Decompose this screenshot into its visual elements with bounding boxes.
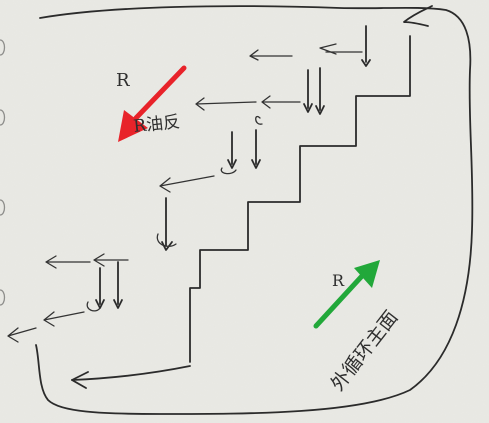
- bottom-return-arrowhead: [71, 371, 89, 389]
- staircase-line: [189, 35, 411, 363]
- flow-arrow-5b: [7, 327, 37, 343]
- left-text-label: R油反: [132, 112, 181, 137]
- scribble-4: [156, 233, 177, 248]
- green-arrow-shaft: [313, 273, 365, 329]
- bottom-return-line: [71, 365, 191, 381]
- flow-arrow-2: [261, 95, 301, 109]
- red-arrow-shaft: [133, 65, 187, 121]
- binder-holes: [0, 39, 6, 306]
- flow-arrow-2b: [195, 97, 257, 111]
- down-arrow-4: [161, 197, 173, 251]
- left-r-label: R: [116, 70, 130, 91]
- red-arrow-head: [118, 110, 148, 142]
- flow-arrow-1: [249, 49, 293, 61]
- green-arrow-head: [354, 260, 380, 288]
- flow-arrow-5: [43, 311, 85, 327]
- right-r-label: R: [332, 271, 345, 290]
- loop-top-arrowhead: [403, 5, 433, 27]
- down-arrow-5b: [113, 261, 123, 309]
- scribble-5: [86, 301, 101, 312]
- scribble-2: [255, 115, 263, 125]
- outer-loop-line: [35, 5, 474, 415]
- down-arrow-2a: [303, 69, 313, 113]
- down-arrow-3b: [251, 129, 261, 169]
- down-arrow-3a: [227, 131, 237, 169]
- flow-arrow-4: [45, 255, 91, 269]
- flow-arrow-3: [159, 175, 215, 193]
- scribble-3: [220, 167, 237, 175]
- down-arrow-2b: [315, 67, 325, 115]
- tick-arrow-top: [361, 25, 371, 67]
- flow-arrow-4b: [93, 253, 129, 267]
- flow-arrow-1b: [319, 43, 337, 55]
